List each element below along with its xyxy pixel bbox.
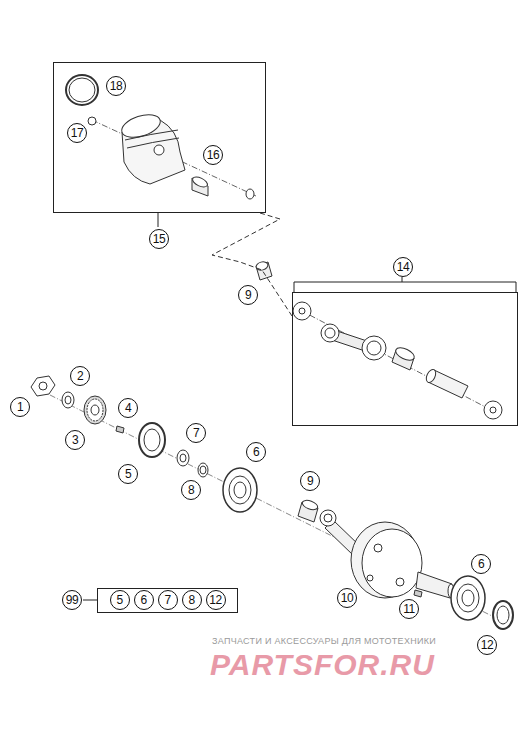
callout-number: 12 [477,635,497,655]
kit-box: 99567812 [97,588,238,613]
callout-number: 1 [10,397,30,417]
callout-number: 15 [149,229,169,249]
callout-number: 7 [186,423,206,443]
callout-number: 14 [393,257,413,277]
callout-number: 2 [70,366,90,386]
callout-number: 17 [67,123,87,143]
callout-number: 7 [158,590,178,610]
callout-number: 18 [106,76,126,96]
callout-number: 6 [246,442,266,462]
watermark-text: ЗАПЧАСТИ И АКСЕССУАРЫ ДЛЯ МОТОТЕХНИКИ [212,636,436,646]
callout-number: 16 [203,145,223,165]
callout-number: 4 [118,398,138,418]
callout-number: 8 [182,590,202,610]
callout-number: 8 [181,480,201,500]
callout-number: 10 [337,588,357,608]
callout-number: 6 [134,590,154,610]
callout-number: 5 [110,590,130,610]
dashed-connector [212,213,292,316]
callout-number: 12 [206,590,226,610]
callout-number: 6 [471,554,491,574]
callout-number: 3 [65,430,85,450]
watermark-logo: PARTSFOR.RU [210,648,435,682]
callout-number: 5 [118,464,138,484]
callout-number: 9 [238,285,258,305]
callout-number: 9 [300,471,320,491]
callout-number: 99 [62,590,82,610]
group-box: 14 [292,292,518,426]
callout-number: 11 [399,599,419,619]
